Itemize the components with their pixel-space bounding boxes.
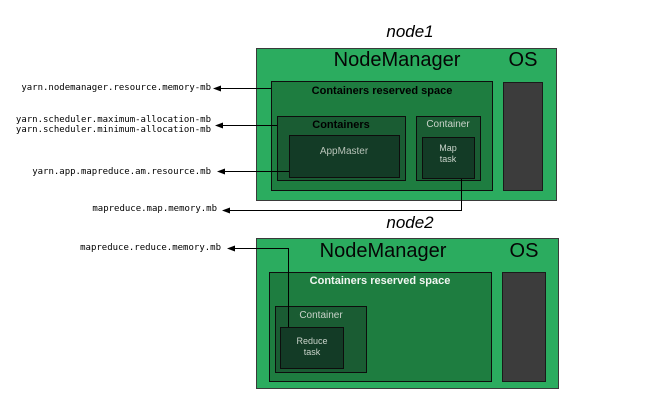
node1-containers-label: Containers	[312, 119, 370, 131]
config-label-yarn-app-mapreduce-am-resource-mb: yarn.app.mapreduce.am.resource.mb	[32, 167, 211, 177]
node2-os-label: OS	[509, 240, 539, 262]
config-label-yarn-scheduler-minimum-allocation-mb: yarn.scheduler.minimum-allocation-mb	[15, 125, 211, 135]
node2-containers-reserved-space-label: Containers reserved space	[309, 275, 451, 287]
node1-os-label: OS	[508, 49, 538, 71]
node1-title: node1	[386, 22, 434, 41]
node2-reduce-task-label: Reduce task	[296, 336, 328, 357]
node1-appmaster-label: AppMaster	[319, 146, 369, 157]
node1-os-memory-box	[503, 82, 543, 191]
node2-nodemanager-label: NodeManager	[319, 240, 447, 262]
config-label-mapreduce-reduce-memory-mb: mapreduce.reduce.memory.mb	[80, 243, 221, 253]
node1-map-task-label: Map task	[439, 143, 457, 164]
node2-container-label: Container	[299, 310, 343, 321]
config-label-mapreduce-map-memory-mb: mapreduce.map.memory.mb	[92, 204, 217, 214]
node2-os-memory-box	[502, 272, 546, 382]
config-label-yarn-nodemanager-resource-memory-mb: yarn.nodemanager.resource.memory-mb	[21, 83, 211, 93]
node1-container-label: Container	[426, 119, 470, 130]
node1-map-task-box	[422, 137, 475, 179]
node1-nodemanager-label: NodeManager	[333, 49, 461, 71]
node2-title: node2	[386, 213, 434, 232]
config-label-yarn-scheduler-maximum-allocation-mb: yarn.scheduler.maximum-allocation-mb	[15, 115, 211, 125]
node2-reduce-task-box	[280, 327, 344, 369]
node1-appmaster-box	[289, 135, 400, 178]
node1-containers-reserved-space-label: Containers reserved space	[311, 85, 453, 97]
